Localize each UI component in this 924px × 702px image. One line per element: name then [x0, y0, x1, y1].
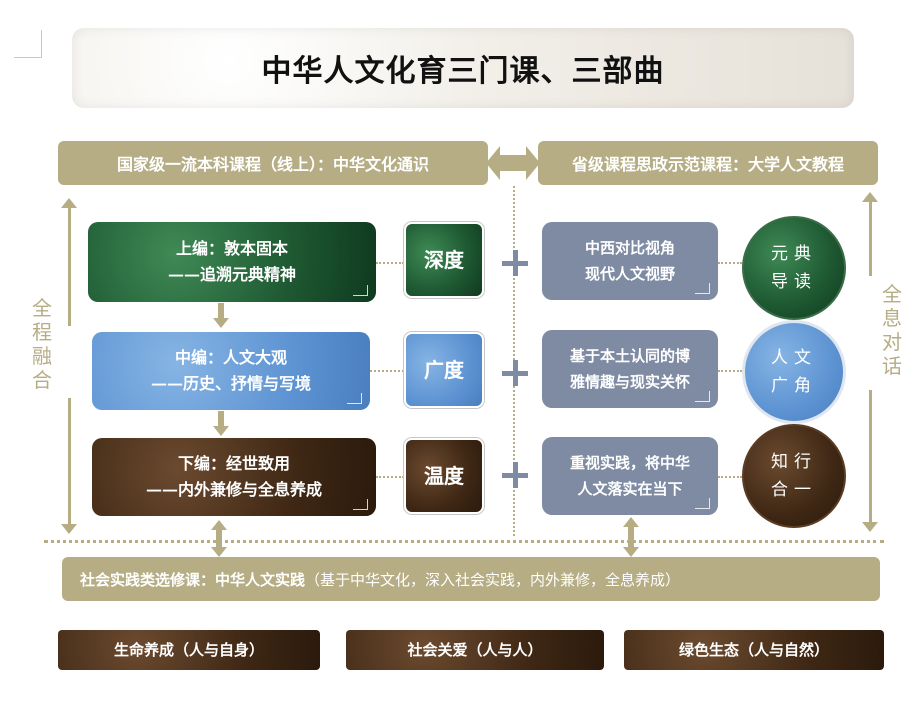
pill-text: 社会关爱（人与人） — [407, 641, 543, 659]
plus-icon — [502, 360, 528, 386]
right-label-char: 息 — [882, 306, 902, 330]
right-label-char: 对 — [882, 330, 902, 354]
pill-social-care: 社会关爱（人与人） — [346, 630, 604, 670]
connector — [376, 262, 404, 264]
circle-line1: 人文 — [771, 348, 817, 368]
arrow-shaft — [216, 529, 222, 549]
left-side-label: 全 程 融 合 — [30, 296, 54, 392]
left-arrow-line-bottom — [68, 398, 71, 524]
volume-line1: 下编：经世致用 — [177, 454, 290, 473]
bracket-mark — [695, 391, 710, 402]
connector — [376, 476, 404, 478]
perspective-line2: 雅情趣与现实关怀 — [569, 373, 690, 391]
bracket-mark — [353, 499, 368, 510]
volume-line2: ——历史、抒情与写境 — [150, 374, 311, 393]
down-arrow-shaft — [218, 303, 224, 319]
down-arrow-shaft — [218, 411, 224, 427]
practice-banner-note: （基于中华文化，深入社会实践，内外兼修，全息养成） — [305, 570, 681, 589]
volume-box-lower: 下编：经世致用 ——内外兼修与全息养成 — [92, 438, 376, 516]
perspective-box-1: 中西对比视角 现代人文视野 — [542, 222, 718, 300]
left-arrow-line-top — [68, 206, 71, 326]
title-banner: 中华人文化育三门课、三部曲 — [72, 28, 854, 108]
bracket-mark — [353, 285, 368, 296]
perspective-line2: 现代人文视野 — [584, 265, 675, 283]
perspective-line1: 基于本土认同的博 — [569, 347, 690, 365]
pill-life-cultivation: 生命养成（人与自身） — [58, 630, 320, 670]
top-left-banner-text: 国家级一流本科课程（线上）：中华文化通识 — [116, 155, 429, 174]
circle-knowledge-action: 知行 合一 — [742, 424, 846, 528]
down-arrow-icon — [213, 318, 229, 328]
practice-banner-label: 社会实践类选修课：中华人文实践 — [80, 570, 306, 589]
tag-text: 深度 — [424, 248, 464, 272]
circle-line1: 元典 — [771, 244, 817, 264]
right-arrow-line-top — [869, 200, 872, 276]
left-label-char: 合 — [32, 368, 52, 392]
plus-icon — [502, 250, 528, 276]
perspective-line2: 人文落实在当下 — [577, 480, 683, 498]
circle-line2: 导读 — [771, 272, 817, 292]
circle-line2: 广角 — [771, 376, 817, 396]
perspective-line1: 重视实践，将中华 — [569, 454, 690, 472]
arrow-shaft — [628, 526, 634, 549]
left-label-char: 融 — [32, 344, 52, 368]
tag-breadth: 广度 — [404, 332, 484, 408]
perspective-box-3: 重视实践，将中华 人文落实在当下 — [542, 437, 718, 515]
right-side-label: 全 息 对 话 — [880, 282, 904, 378]
double-arrow-icon — [486, 146, 540, 180]
circle-line1: 知行 — [771, 452, 817, 472]
up-arrow-icon — [623, 517, 639, 527]
connector — [718, 476, 742, 478]
up-arrow-icon — [211, 520, 227, 530]
left-arrow-down-icon — [61, 524, 77, 534]
connector — [718, 262, 742, 264]
down-arrow-icon — [211, 547, 227, 557]
right-arrow-up-icon — [862, 192, 878, 202]
corner-mark — [14, 30, 42, 58]
bracket-mark — [695, 498, 710, 509]
down-arrow-icon — [623, 547, 639, 557]
volume-line1: 上编：敦本固本 — [175, 239, 288, 258]
tag-warmth: 温度 — [404, 438, 484, 514]
circle-humanities-panorama: 人文 广角 — [742, 320, 846, 424]
circle-classic-reading: 元典 导读 — [742, 216, 846, 320]
perspective-box-2: 基于本土认同的博 雅情趣与现实关怀 — [542, 330, 718, 408]
left-label-char: 程 — [32, 320, 52, 344]
volume-line2: ——内外兼修与全息养成 — [145, 480, 322, 499]
top-left-banner: 国家级一流本科课程（线上）：中华文化通识 — [58, 141, 488, 185]
pill-green-ecology: 绿色生态（人与自然） — [624, 630, 884, 670]
volume-box-upper: 上编：敦本固本 ——追溯元典精神 — [88, 222, 376, 302]
plus-icon — [502, 462, 528, 488]
left-arrow-up-icon — [61, 198, 77, 208]
connector — [718, 370, 742, 372]
connector — [370, 370, 404, 372]
perspective-line1: 中西对比视角 — [584, 239, 675, 257]
right-label-char: 话 — [882, 354, 902, 378]
top-right-banner: 省级课程思政示范课程：大学人文教程 — [538, 141, 878, 185]
circle-line2: 合一 — [771, 480, 817, 500]
practice-banner: 社会实践类选修课：中华人文实践 （基于中华文化，深入社会实践，内外兼修，全息养成… — [62, 557, 880, 601]
tag-text: 广度 — [424, 358, 464, 382]
pill-text: 绿色生态（人与自然） — [678, 641, 829, 659]
volume-line1: 中编：人文大观 — [174, 348, 287, 367]
tag-depth: 深度 — [404, 222, 484, 298]
right-label-char: 全 — [882, 282, 902, 306]
bracket-mark — [695, 283, 710, 294]
practice-divider — [44, 540, 884, 543]
right-arrow-down-icon — [862, 522, 878, 532]
volume-box-middle: 中编：人文大观 ——历史、抒情与写境 — [92, 332, 370, 410]
top-right-banner-text: 省级课程思政示范课程：大学人文教程 — [571, 155, 844, 174]
bracket-mark — [347, 393, 362, 404]
left-label-char: 全 — [32, 296, 52, 320]
down-arrow-icon — [213, 426, 229, 436]
volume-line2: ——追溯元典精神 — [167, 265, 296, 284]
pill-text: 生命养成（人与自身） — [113, 641, 264, 659]
right-arrow-line-bottom — [869, 390, 872, 524]
tag-text: 温度 — [424, 464, 464, 488]
page-title: 中华人文化育三门课、三部曲 — [261, 54, 665, 89]
